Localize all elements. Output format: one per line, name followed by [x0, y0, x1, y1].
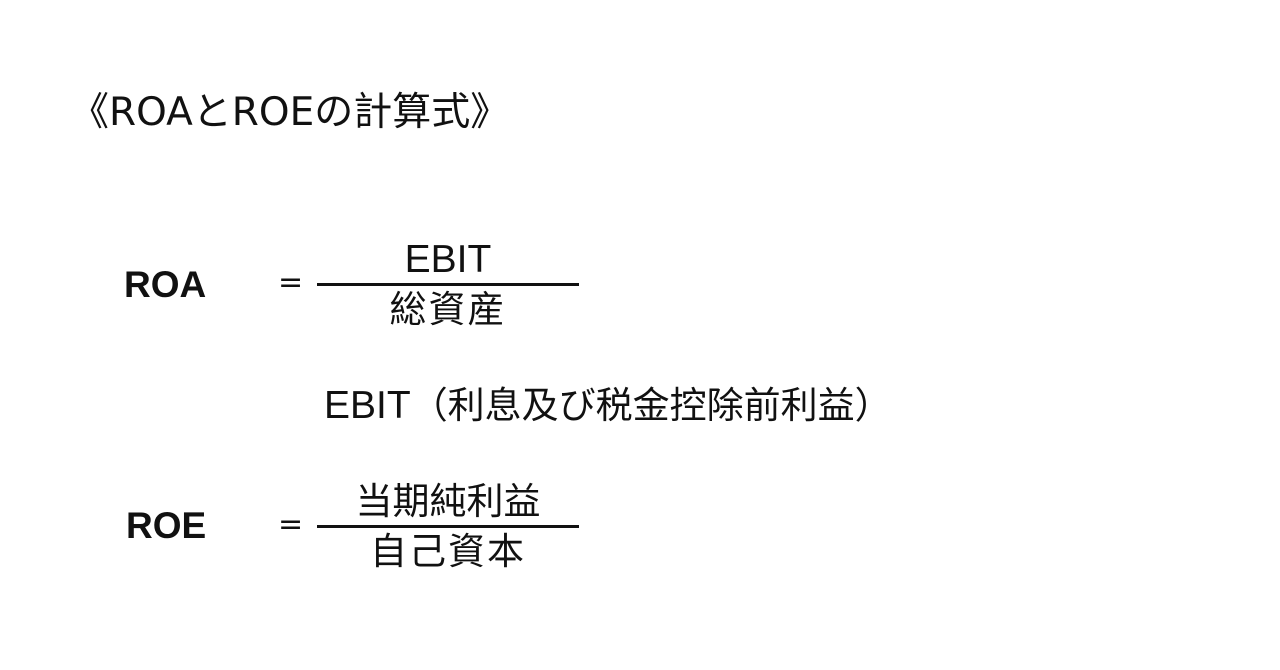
roe-fraction-bar: [317, 525, 579, 528]
ebit-term: EBIT: [324, 384, 411, 427]
roe-denominator: 自己資本: [370, 530, 526, 573]
roa-fraction-bar: [317, 283, 579, 286]
roe-numerator: 当期純利益: [355, 480, 541, 523]
roe-label: ROE: [126, 505, 207, 546]
roa-numerator: EBIT: [404, 238, 492, 281]
roa-label: ROA: [124, 264, 207, 305]
ebit-definition-note: EBIT（利息及び税金控除前利益）: [324, 383, 892, 429]
roa-equals-sign: =: [278, 265, 304, 300]
roe-equals-sign: =: [278, 507, 304, 542]
ebit-definition: （利息及び税金控除前利益）: [410, 384, 892, 427]
roa-fraction: EBIT 総資産: [317, 238, 579, 332]
page-title: 《ROAとROEの計算式》: [70, 90, 510, 135]
roa-denominator: 総資産: [389, 288, 507, 331]
roe-fraction: 当期純利益 自己資本: [317, 480, 579, 574]
